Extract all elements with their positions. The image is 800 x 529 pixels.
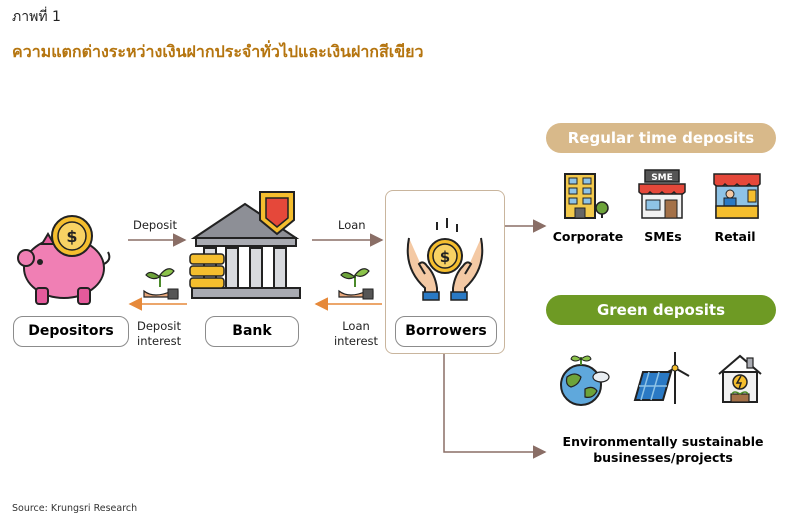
deposit-interest-label: Deposit interest: [137, 319, 181, 349]
plant-money-icon: [143, 268, 179, 300]
solar-wind-icon: [633, 352, 690, 404]
plant-money-icon: [338, 268, 374, 300]
svg-text:$: $: [440, 248, 450, 266]
regular-deposits-banner: Regular time deposits: [546, 123, 776, 153]
loan-interest-line-2: interest: [333, 334, 379, 348]
piggy-bank-icon: $: [17, 215, 111, 305]
green-caption: Environmentally sustainable businesses/p…: [548, 434, 778, 466]
loan-interest-label: Loan interest: [333, 319, 379, 349]
svg-text:$: $: [66, 227, 77, 246]
deposit-interest-line-2: interest: [137, 334, 182, 348]
figure-label: ภาพที่ 1: [12, 9, 61, 25]
sme-sign-text: SME: [651, 173, 673, 183]
depositors-node: Depositors: [13, 316, 129, 347]
corporate-building-icon: [564, 173, 609, 219]
sme-shop-icon: SME: [638, 169, 686, 219]
green-caption-line-2: businesses/projects: [593, 450, 733, 465]
source-note: Source: Krungsri Research: [12, 503, 138, 514]
page-title: ความแตกต่างระหว่างเงินฝากประจำทั่วไปและเ…: [12, 42, 424, 61]
category-smes: SMEs: [644, 229, 682, 244]
bank-building-icon: [189, 191, 301, 299]
retail-stall-icon: [713, 173, 761, 219]
green-arrow: [443, 352, 547, 459]
green-deposits-banner: Green deposits: [546, 295, 776, 325]
deposit-interest-line-1: Deposit: [137, 319, 181, 333]
green-house-energy-icon: [718, 354, 762, 403]
bank-node: Bank: [205, 316, 299, 347]
category-retail: Retail: [714, 229, 756, 244]
borrowers-node: Borrowers: [395, 316, 497, 347]
green-caption-line-1: Environmentally sustainable: [562, 434, 764, 449]
deposit-label: Deposit: [133, 218, 177, 232]
loan-label: Loan: [338, 218, 366, 232]
earth-plant-icon: [560, 355, 610, 406]
loan-interest-line-1: Loan: [342, 319, 370, 333]
category-corporate: Corporate: [552, 229, 624, 244]
hands-coin-icon: $: [406, 218, 484, 301]
